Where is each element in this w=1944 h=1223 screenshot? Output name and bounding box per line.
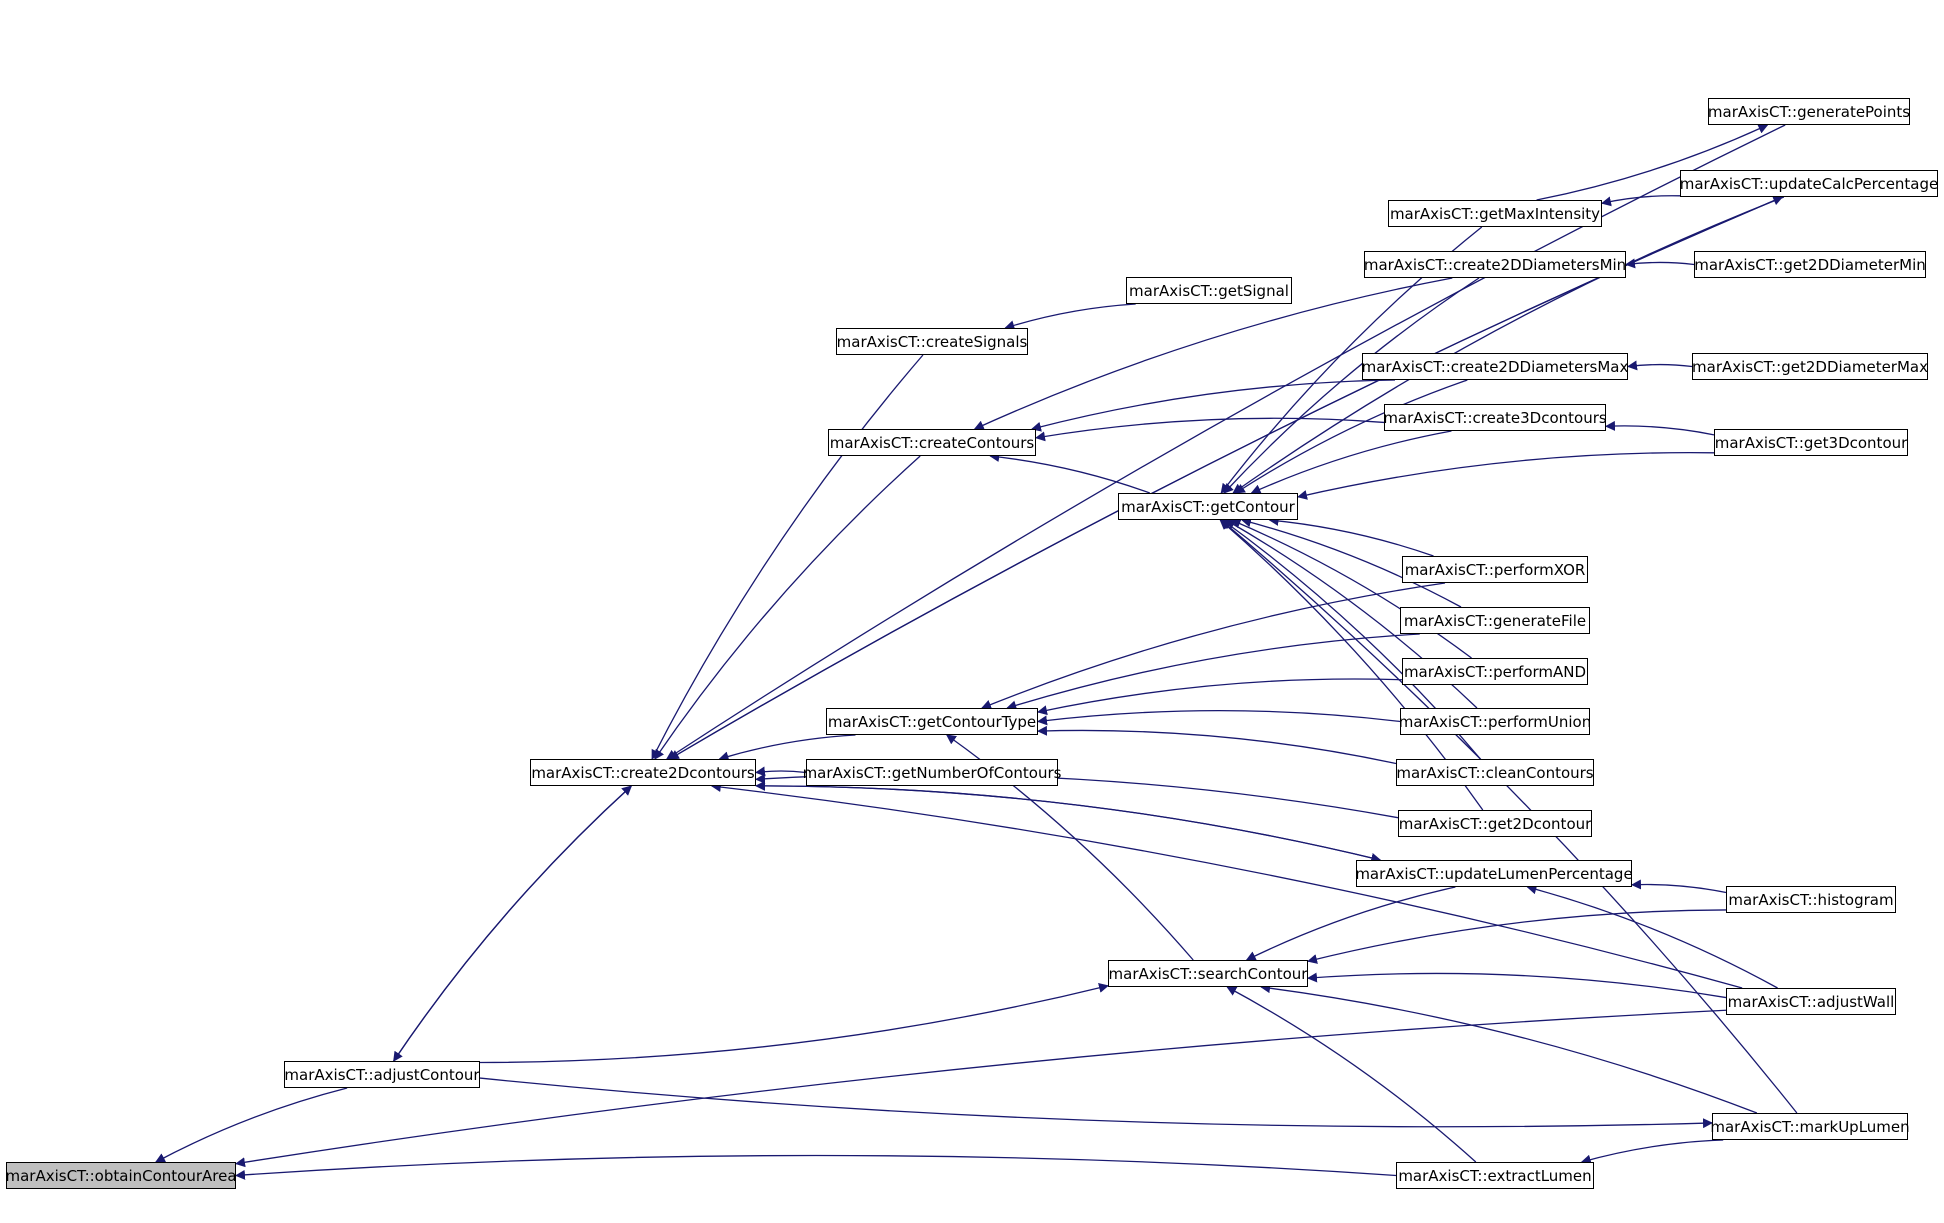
edge-histogram-to-searchContour — [1307, 909, 1727, 964]
edge-performAND-to-getContourType — [1037, 678, 1403, 716]
edge-adjustContour-to-obtainContourArea — [155, 1087, 348, 1163]
node-create2Dcontours[interactable]: marAxisCT::create2Dcontours — [530, 759, 756, 786]
node-getContour[interactable]: marAxisCT::getContour — [1118, 493, 1298, 520]
node-generatePoints[interactable]: marAxisCT::generatePoints — [1708, 98, 1910, 125]
edge-create2DDiametersMin-to-getContour — [1223, 277, 1480, 494]
node-createSignals[interactable]: marAxisCT::createSignals — [836, 328, 1028, 355]
edge-updateLumenPercentage-to-create2Dcontours — [755, 780, 1381, 861]
node-adjustWall[interactable]: marAxisCT::adjustWall — [1726, 988, 1896, 1015]
edge-create2Dcontours-to-adjustContour — [393, 785, 632, 1062]
edge-markUpLumen-to-searchContour — [1260, 983, 1758, 1114]
node-adjustContour[interactable]: marAxisCT::adjustContour — [284, 1061, 480, 1088]
edge-extractLumen-to-obtainContourArea — [235, 1154, 1397, 1180]
edge-updateLumenPercentage-to-searchContour — [1245, 886, 1456, 961]
node-get3Dcontour[interactable]: marAxisCT::get3Dcontour — [1714, 429, 1908, 456]
edge-adjustWall-to-obtainContourArea — [235, 1009, 1727, 1168]
edge-adjustWall-to-searchContour — [1307, 972, 1727, 999]
edge-create2DDiametersMax-to-createContours — [1031, 379, 1395, 432]
edge-updateCalcPercentage-to-getContour — [1232, 196, 1785, 494]
node-generateFile[interactable]: marAxisCT::generateFile — [1400, 607, 1590, 634]
edge-createSignals-to-create2Dcontours — [651, 354, 924, 760]
edge-adjustWall-to-create2Dcontours — [710, 782, 1743, 989]
node-performAND[interactable]: marAxisCT::performAND — [1402, 658, 1588, 685]
edge-get2DDiameterMin-to-create2DDiametersMin — [1625, 258, 1695, 269]
edge-generateFile-to-getContour — [1241, 517, 1462, 608]
node-getNumberOfContours[interactable]: marAxisCT::getNumberOfContours — [803, 759, 1061, 786]
edge-create2Dcontours-to-updateLumenPercentage — [755, 785, 1382, 863]
node-searchContour[interactable]: marAxisCT::searchContour — [1108, 960, 1308, 987]
node-get2Dcontour[interactable]: marAxisCT::get2Dcontour — [1398, 810, 1592, 837]
node-getMaxIntensity[interactable]: marAxisCT::getMaxIntensity — [1388, 200, 1602, 227]
edge-adjustContour-to-create2Dcontours — [393, 785, 633, 1062]
edge-getNumberOfContours-to-create2Dcontours — [755, 766, 807, 777]
node-performXOR[interactable]: marAxisCT::performXOR — [1402, 556, 1588, 583]
node-obtainContourArea[interactable]: marAxisCT::obtainContourArea — [5, 1162, 237, 1189]
edge-performUnion-to-getContourType — [1037, 709, 1401, 726]
edge-markUpLumen-to-extractLumen — [1580, 1139, 1724, 1165]
edge-histogram-to-updateLumenPercentage — [1631, 879, 1727, 894]
node-markUpLumen[interactable]: marAxisCT::markUpLumen — [1710, 1113, 1910, 1140]
edge-generateFile-to-getContourType — [1006, 633, 1420, 711]
edge-getContour-to-createContours — [989, 452, 1151, 494]
node-cleanContours[interactable]: marAxisCT::cleanContours — [1396, 759, 1594, 786]
edge-createContours-to-create2Dcontours — [654, 455, 921, 760]
node-getSignal[interactable]: marAxisCT::getSignal — [1126, 277, 1292, 304]
edge-create2DDiametersMax-to-getContour — [1234, 379, 1468, 494]
node-create3Dcontours[interactable]: marAxisCT::create3Dcontours — [1383, 404, 1607, 431]
edge-performXOR-to-getContourType — [981, 582, 1446, 710]
node-createContours[interactable]: marAxisCT::createContours — [828, 429, 1036, 456]
edge-getMaxIntensity-to-generatePoints — [1536, 124, 1769, 201]
edge-get2DDiameterMax-to-create2DDiametersMax — [1627, 360, 1693, 371]
edge-create2DDiametersMin-to-createContours — [973, 277, 1453, 430]
edge-performAND-to-getContour — [1230, 518, 1472, 659]
node-get2DDiameterMin[interactable]: marAxisCT::get2DDiameterMin — [1694, 251, 1926, 278]
edge-create3Dcontours-to-createContours — [1035, 417, 1385, 442]
edge-updateCalcPercentage-to-getMaxIntensity — [1601, 195, 1681, 207]
node-get2DDiameterMax[interactable]: marAxisCT::get2DDiameterMax — [1692, 353, 1928, 380]
edge-getSignal-to-createSignals — [1004, 303, 1136, 331]
node-updateLumenPercentage[interactable]: marAxisCT::updateLumenPercentage — [1355, 860, 1633, 887]
edge-adjustContour-to-searchContour — [479, 983, 1109, 1064]
edge-generatePoints-to-create2Dcontours — [665, 124, 1786, 760]
edge-extractLumen-to-searchContour — [1226, 986, 1477, 1163]
edge-performXOR-to-getContour — [1268, 515, 1434, 557]
node-getContourType[interactable]: marAxisCT::getContourType — [826, 708, 1038, 735]
node-histogram[interactable]: marAxisCT::histogram — [1726, 886, 1896, 913]
node-create2DDiametersMax[interactable]: marAxisCT::create2DDiametersMax — [1362, 353, 1628, 380]
node-updateCalcPercentage[interactable]: marAxisCT::updateCalcPercentage — [1680, 170, 1938, 197]
node-create2DDiametersMin[interactable]: marAxisCT::create2DDiametersMin — [1364, 251, 1626, 278]
edge-markUpLumen-to-getContour — [1220, 519, 1798, 1114]
node-extractLumen[interactable]: marAxisCT::extractLumen — [1396, 1162, 1594, 1189]
edge-adjustWall-to-updateLumenPercentage — [1526, 884, 1778, 989]
edge-cleanContours-to-getContourType — [1037, 725, 1397, 765]
edge-adjustContour-to-markUpLumen — [479, 1077, 1713, 1129]
edge-get3Dcontour-to-create3Dcontours — [1605, 420, 1715, 436]
edge-create3Dcontours-to-getContour — [1250, 430, 1452, 494]
edge-get3Dcontour-to-getContour — [1297, 451, 1715, 500]
edge-getContourType-to-create2Dcontours — [718, 734, 856, 762]
node-performUnion[interactable]: marAxisCT::performUnion — [1399, 708, 1591, 735]
